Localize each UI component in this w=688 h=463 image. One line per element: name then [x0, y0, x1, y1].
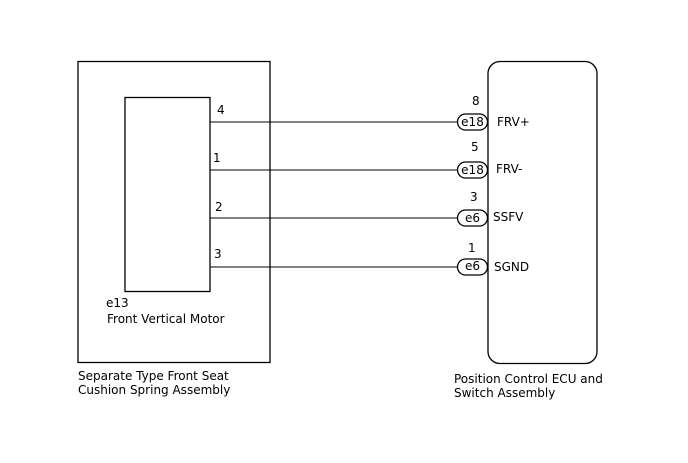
- wire-sgnd: 3 1 e6 SGND: [210, 241, 529, 276]
- ecu-connector-pill: [456, 113, 489, 131]
- signal-label: SGND: [494, 260, 529, 274]
- ecu-connector-label: e6: [465, 211, 480, 225]
- motor-pin-label: 1: [213, 151, 221, 165]
- ecu-connector-label: e6: [465, 259, 480, 273]
- motor-pin-label: 4: [217, 103, 225, 117]
- ecu-assembly-label-line1: Position Control ECU and: [454, 372, 603, 386]
- ecu-connector-label: e18: [461, 115, 484, 129]
- signal-label: FRV+: [497, 115, 530, 129]
- seat-assembly-label-line1: Separate Type Front Seat: [78, 369, 229, 383]
- ecu-box: [487, 60, 598, 365]
- motor-box: [124, 96, 211, 293]
- motor-pin-label: 2: [215, 200, 223, 214]
- signal-label: FRV-: [496, 162, 522, 176]
- signal-label: SSFV: [493, 210, 524, 224]
- ecu-pin-label: 1: [468, 241, 476, 255]
- seat-assembly-label-line2: Cushion Spring Assembly: [78, 383, 230, 397]
- ecu-connector-pill: [456, 209, 489, 227]
- wire-frv-minus: 1 5 e18 FRV-: [210, 140, 522, 179]
- ecu-pin-label: 8: [472, 94, 480, 108]
- ecu-pin-label: 3: [470, 190, 478, 204]
- wire-ssfv: 2 3 e6 SSFV: [210, 190, 524, 227]
- ecu-connector-pill: [456, 161, 489, 179]
- motor-pin-label: 3: [214, 247, 222, 261]
- ecu-connector-label: e18: [461, 163, 484, 177]
- motor-name-label: Front Vertical Motor: [107, 312, 225, 326]
- ecu-connector-pill: [456, 258, 489, 276]
- ecu-assembly-label-line2: Switch Assembly: [454, 386, 555, 400]
- ecu-pin-label: 5: [471, 140, 479, 154]
- motor-connector-label: e13: [106, 296, 129, 310]
- wire-frv-plus: 4 8 e18 FRV+: [210, 94, 530, 131]
